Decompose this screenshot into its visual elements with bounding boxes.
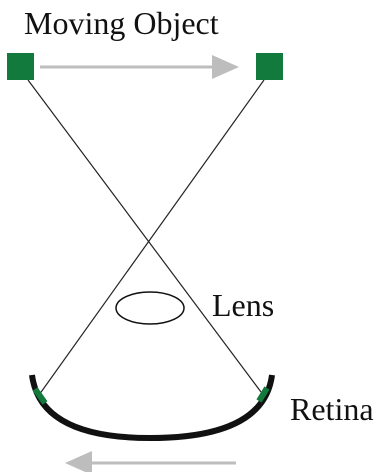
retina-image-left — [32, 387, 48, 405]
lens — [115, 291, 185, 325]
object-end-square — [256, 53, 283, 80]
object-start-square — [7, 53, 34, 80]
retina-image-right — [256, 386, 270, 403]
retina-arc — [29, 374, 275, 442]
ray-from-end — [38, 79, 265, 396]
ray-from-start — [27, 79, 262, 393]
object-label: Moving Object — [24, 5, 219, 41]
retina-label: Retina — [290, 391, 374, 427]
lens-label: Lens — [212, 287, 274, 323]
